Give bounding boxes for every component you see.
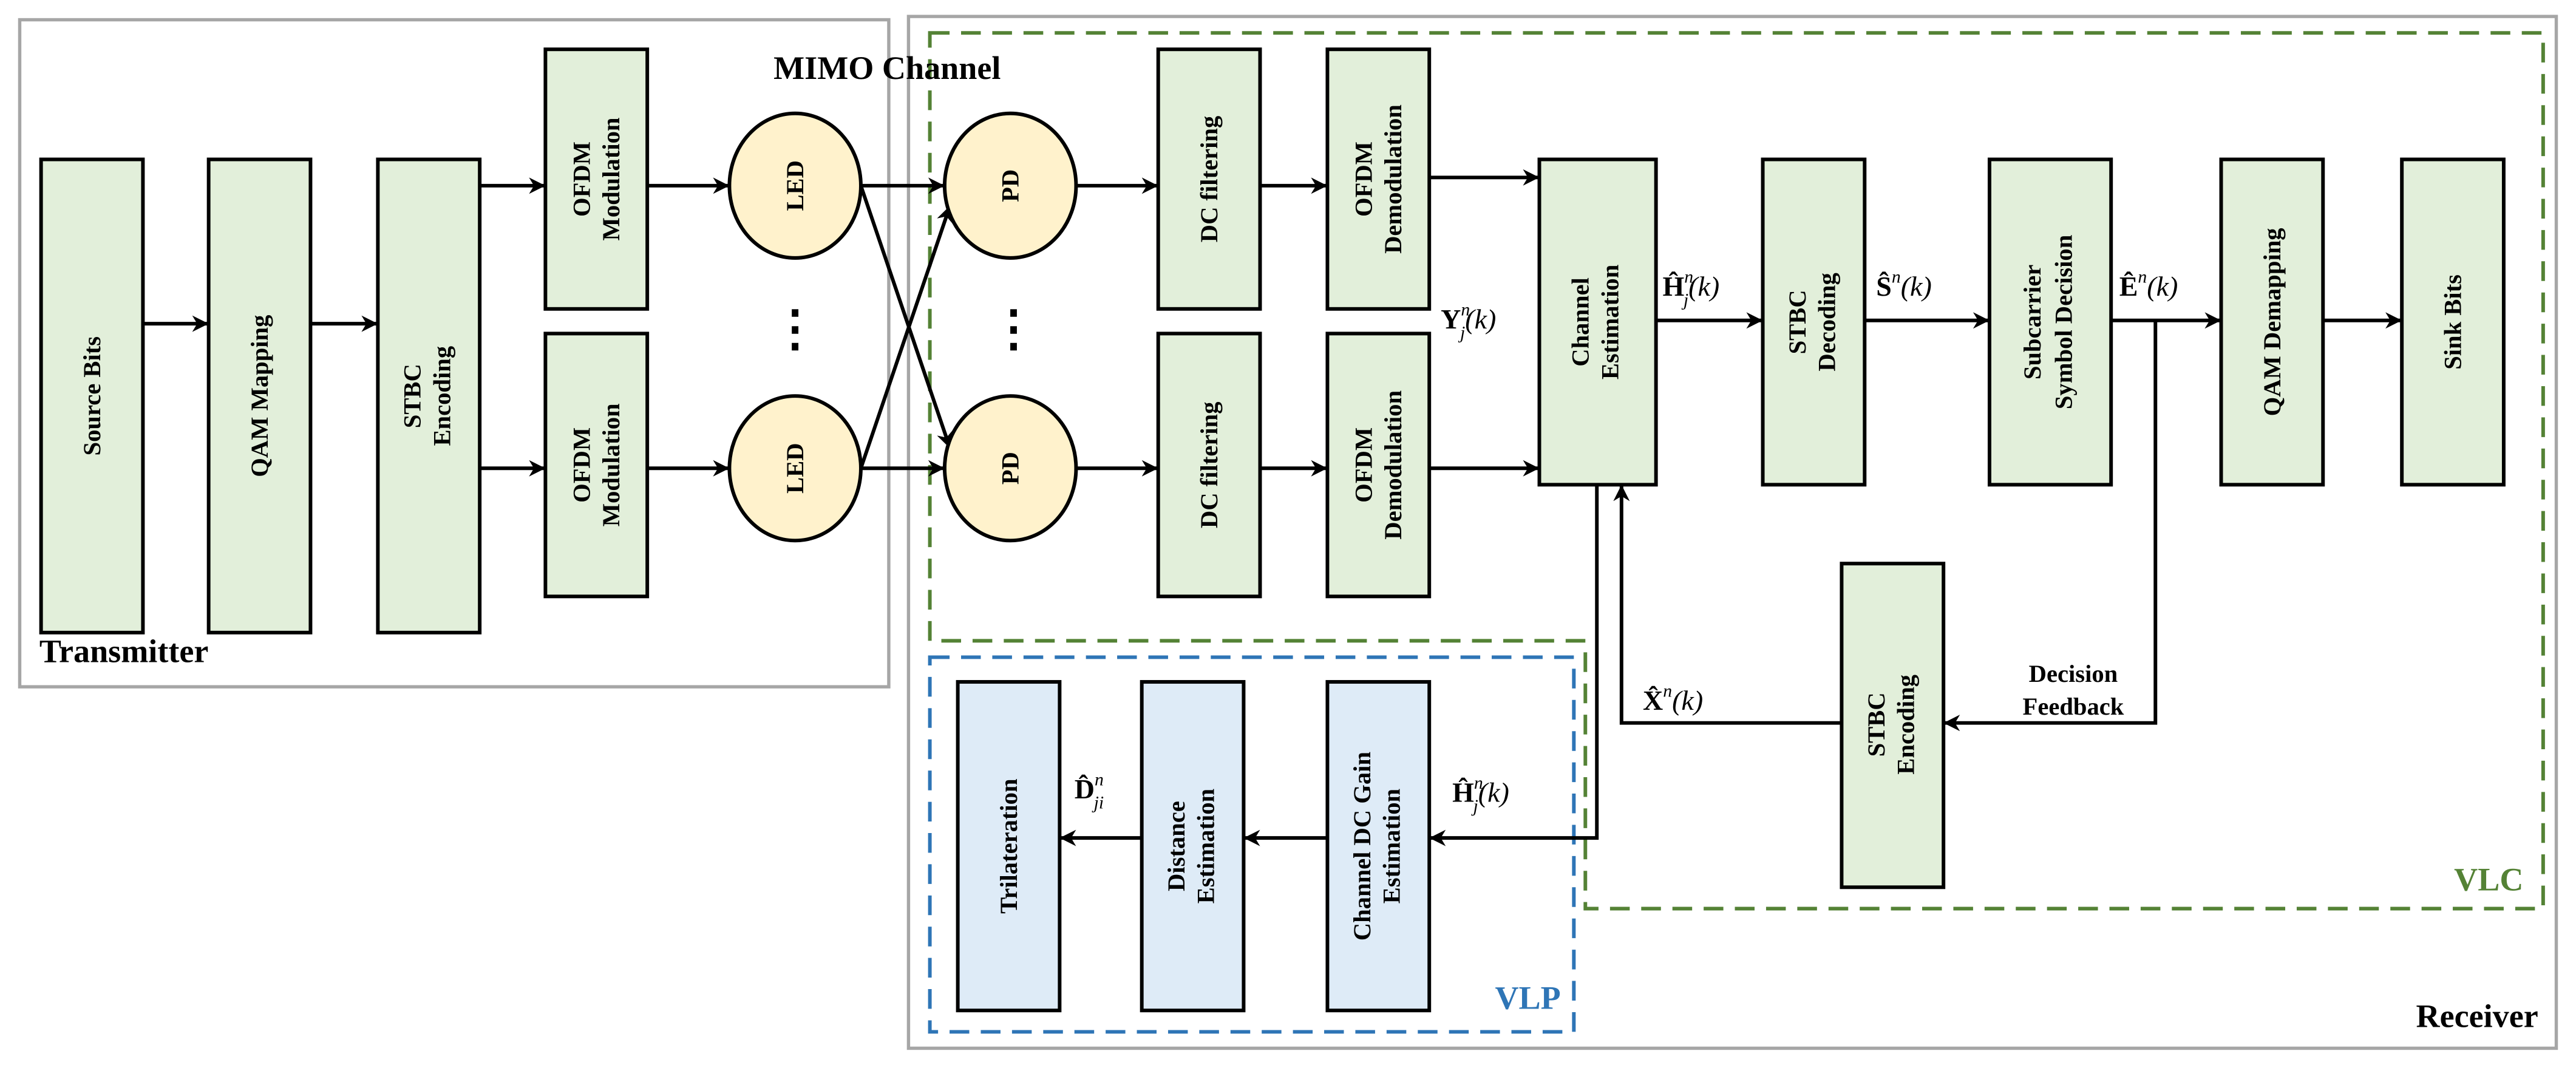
svg-text:Decoding: Decoding (1813, 273, 1841, 371)
svg-text:Estimation: Estimation (1378, 789, 1405, 903)
mimo-channel-label: MIMO Channel (773, 50, 1001, 86)
dc-filtering-block-2: DC filtering (1156, 332, 1262, 599)
channel-estimation-block: Channel Estimation (1537, 157, 1658, 487)
svg-text:Subcarrier: Subcarrier (2019, 265, 2046, 379)
svg-text:Symbol Decision: Symbol Decision (2050, 235, 2077, 409)
symbol-decision-block: Subcarrier Symbol Decision (1987, 157, 2113, 487)
connectors (143, 169, 2402, 846)
svg-text:LED: LED (781, 443, 809, 494)
svg-text:Channel: Channel (1567, 277, 1594, 367)
svg-text:OFDM: OFDM (568, 141, 595, 217)
dc-filtering-block-1: DC filtering (1156, 47, 1262, 311)
led-1: LED (727, 111, 863, 260)
vlp-frame (928, 655, 1576, 1034)
svg-text:PD: PD (997, 452, 1024, 485)
svg-text:Source Bits: Source Bits (78, 336, 106, 456)
led-2: LED (727, 394, 863, 543)
svg-text:Modulation: Modulation (597, 118, 625, 241)
svg-text:DC filtering: DC filtering (1195, 116, 1223, 242)
ofdm-demodulation-block-2: OFDM Demodulation (1325, 332, 1432, 599)
source-bits-block: Source Bits (39, 157, 145, 634)
svg-text:Estimation: Estimation (1596, 265, 1623, 379)
pd-2: PD (942, 394, 1078, 543)
svg-text:OFDM: OFDM (568, 427, 595, 503)
sink-bits-block: Sink Bits (2400, 157, 2506, 487)
signal-x: X̂n(k) (1643, 681, 1703, 716)
ofdm-modulation-block-2: OFDM Modulation (543, 332, 650, 599)
svg-text:LED: LED (781, 160, 809, 211)
stbc-encoding-tx-block: STBC Encoding (376, 157, 482, 634)
stbc-encoding-rx-block: STBC Encoding (1840, 562, 1946, 889)
signal-s: Ŝn(k) (1876, 267, 1932, 302)
svg-text:STBC: STBC (1863, 692, 1890, 757)
svg-text:OFDM: OFDM (1350, 427, 1378, 503)
receiver-frame (906, 15, 2558, 1050)
led-ellipsis: ⋮ (770, 301, 820, 356)
dc-gain-estimation-block: Channel DC Gain Estimation (1325, 680, 1432, 1013)
svg-text:Encoding: Encoding (1892, 675, 1919, 775)
qam-demapping-block: QAM Demapping (2219, 157, 2325, 487)
svg-text:Encoding: Encoding (428, 346, 455, 446)
vlp-label: VLP (1495, 980, 1560, 1016)
distance-estimation-block: Distance Estimation (1140, 680, 1246, 1013)
qam-mapping-block: QAM Mapping (206, 157, 313, 634)
svg-text:QAM Demapping: QAM Demapping (2258, 228, 2286, 416)
svg-text:Demodulation: Demodulation (1379, 104, 1407, 254)
svg-text:STBC: STBC (1784, 290, 1811, 354)
vlc-label: VLC (2454, 862, 2523, 898)
svg-text:Sink Bits: Sink Bits (2439, 274, 2467, 370)
svg-text:Channel DC Gain: Channel DC Gain (1348, 752, 1376, 940)
svg-text:QAM Mapping: QAM Mapping (246, 315, 273, 477)
svg-text:Estimation: Estimation (1192, 789, 1220, 903)
signal-e: Ên(k) (2119, 267, 2178, 302)
svg-text:PD: PD (997, 169, 1024, 202)
svg-text:OFDM: OFDM (1350, 141, 1378, 217)
vlc-frame (928, 31, 2545, 911)
pd-ellipsis: ⋮ (989, 301, 1038, 356)
pd-1: PD (942, 111, 1078, 260)
ofdm-demodulation-block-1: OFDM Demodulation (1325, 47, 1432, 311)
ofdm-modulation-block-1: OFDM Modulation (543, 47, 650, 311)
svg-text:Distance: Distance (1163, 801, 1190, 891)
decision-feedback-label: Decision (2029, 660, 2118, 687)
svg-text:DC filtering: DC filtering (1195, 402, 1223, 528)
svg-text:Demodulation: Demodulation (1379, 390, 1407, 540)
stbc-decoding-block: STBC Decoding (1761, 157, 1867, 487)
transmitter-label: Transmitter (39, 633, 208, 670)
svg-text:Modulation: Modulation (597, 403, 625, 526)
svg-text:STBC: STBC (399, 364, 426, 428)
decision-feedback-label-2: Feedback (2023, 693, 2124, 720)
receiver-label: Receiver (2416, 998, 2538, 1034)
transmitter-frame (18, 18, 891, 689)
svg-text:Trilateration: Trilateration (995, 778, 1022, 913)
trilateration-block: Trilateration (956, 680, 1062, 1013)
